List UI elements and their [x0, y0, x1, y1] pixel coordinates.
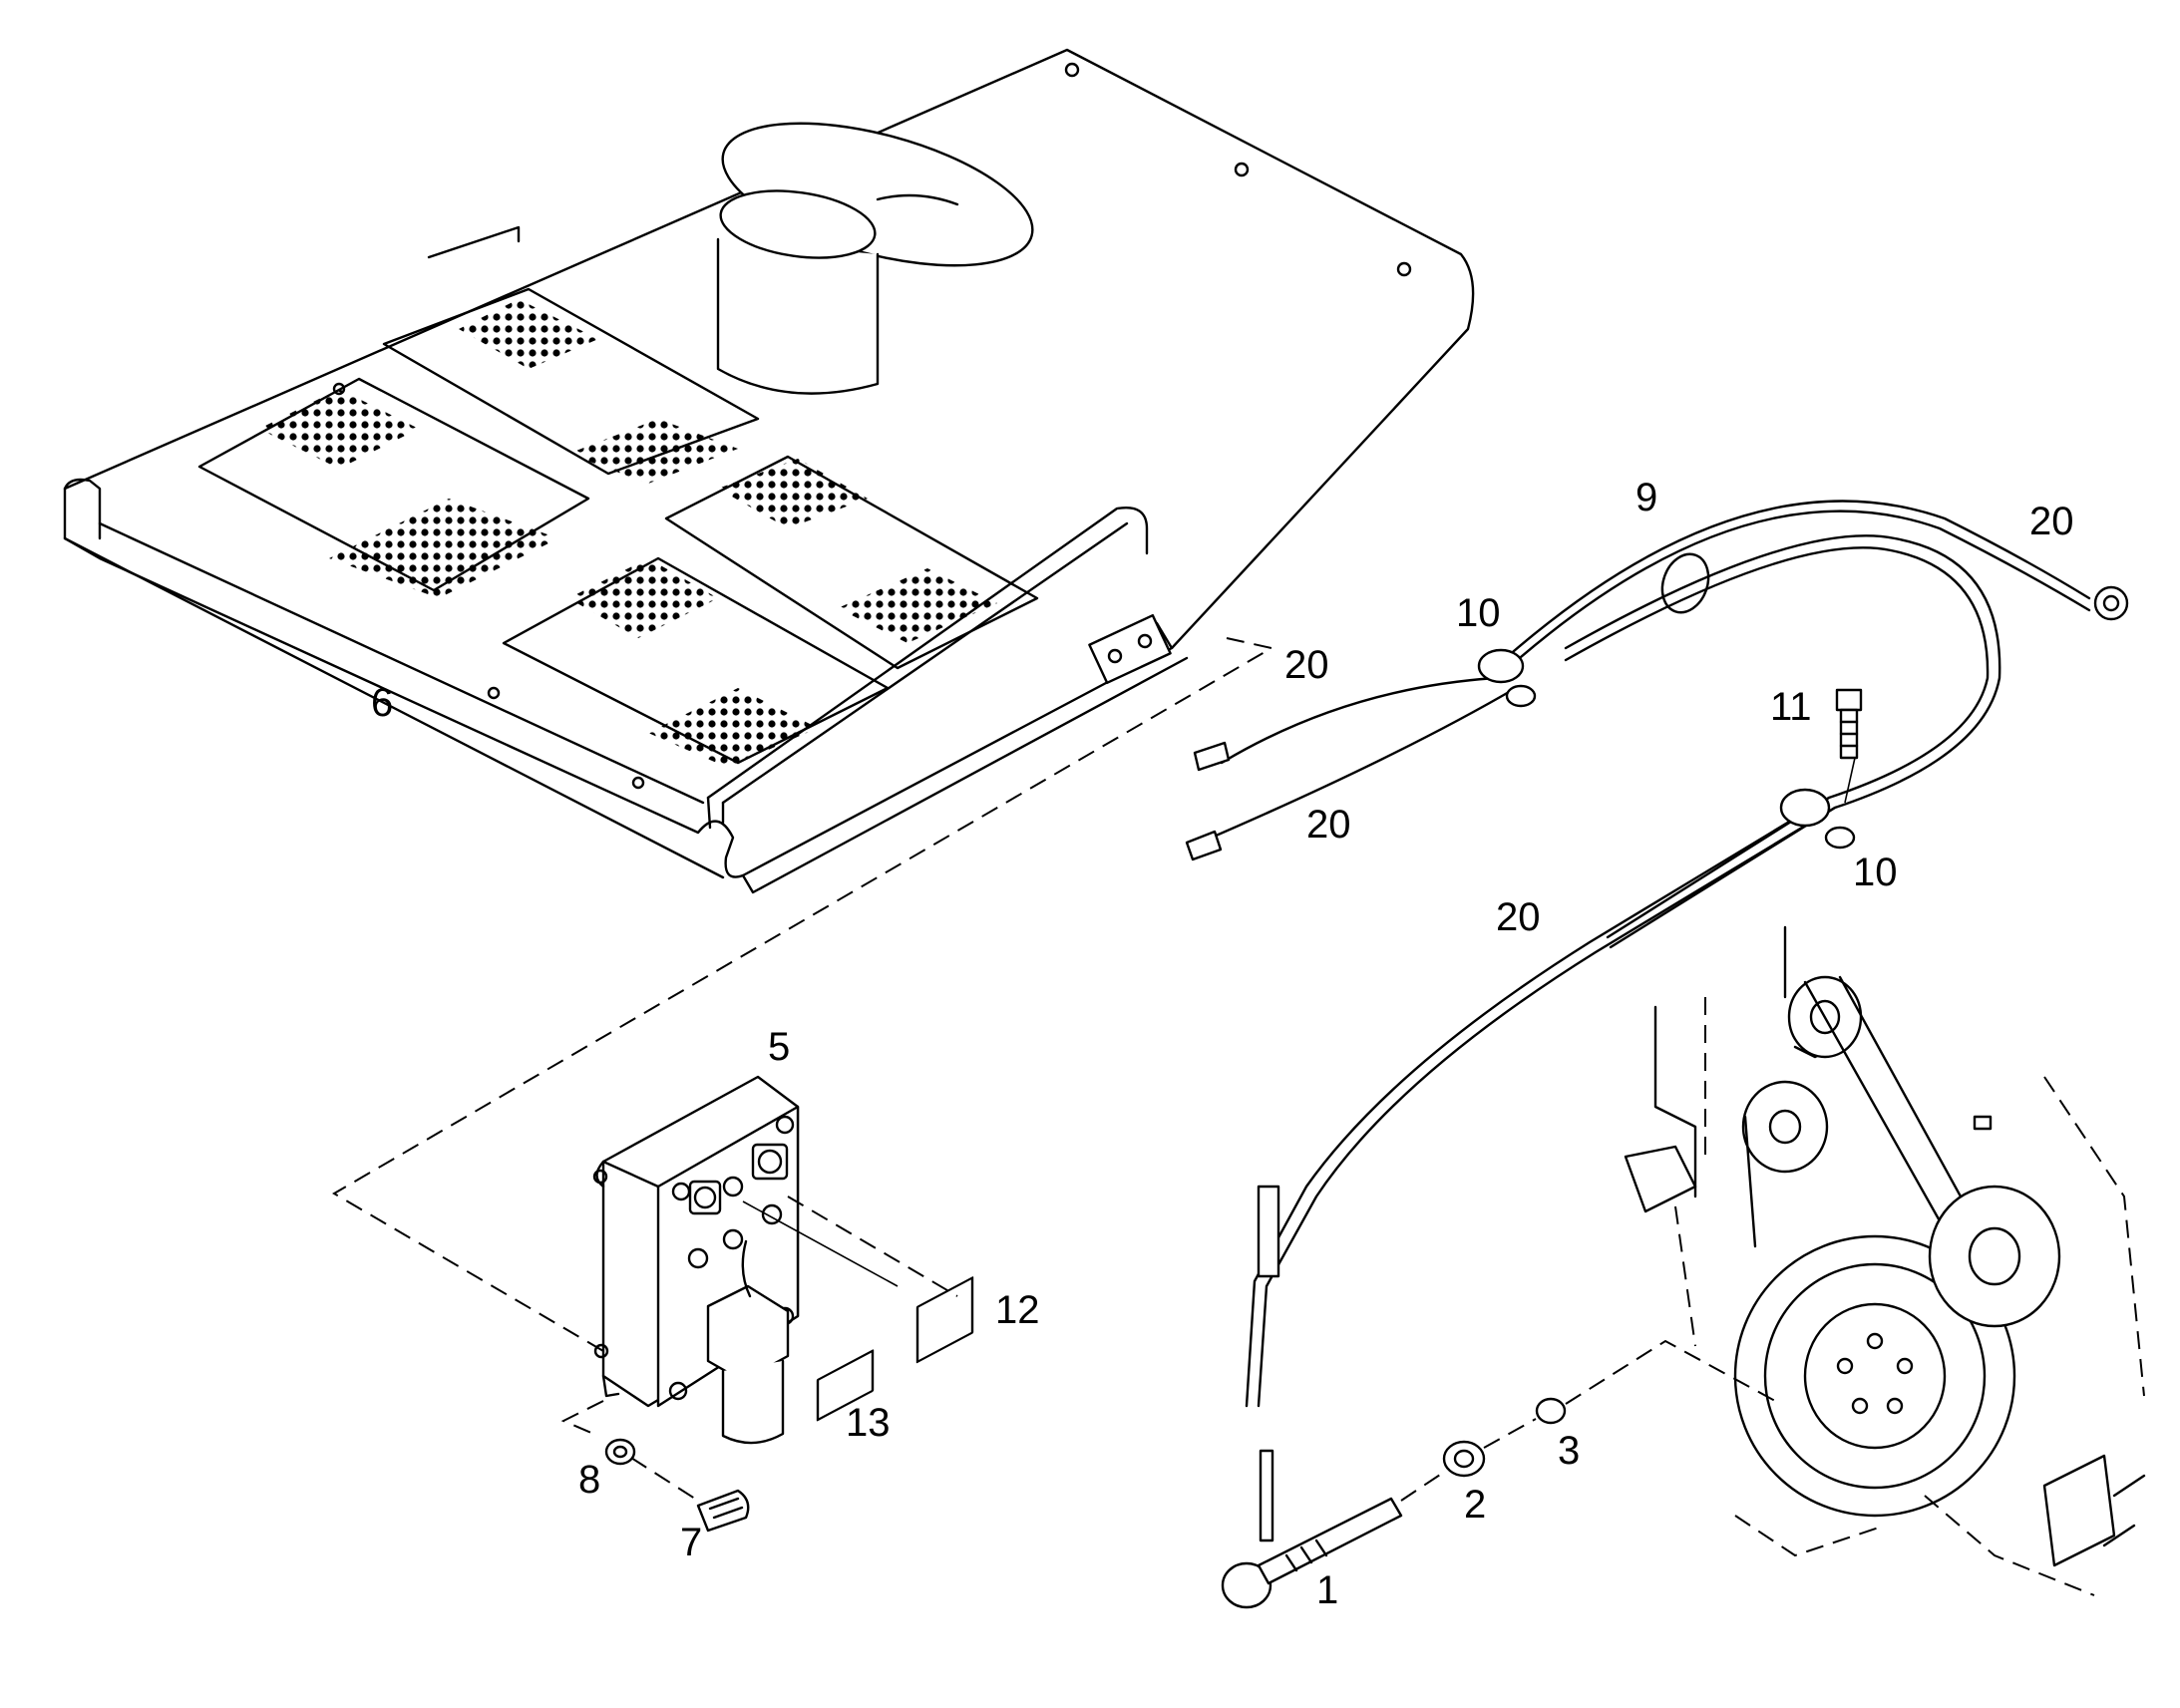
bolt-11 — [1835, 688, 1863, 760]
callout-20-middle: 20 — [1496, 895, 1541, 939]
callout-3: 3 — [1558, 1429, 1580, 1473]
callout-20-right: 20 — [2029, 500, 2074, 543]
exhaust-stack — [716, 122, 1034, 395]
wiring-harness — [1185, 500, 2129, 1408]
callout-5: 5 — [768, 1025, 790, 1069]
callout-6: 6 — [371, 681, 393, 725]
washer-8 — [604, 1438, 636, 1466]
adapter-2 — [1442, 1440, 1486, 1478]
callout-10-upper: 10 — [1456, 591, 1501, 635]
callout-1: 1 — [1316, 1568, 1338, 1612]
callout-8: 8 — [578, 1458, 600, 1502]
engine-front — [1624, 925, 2146, 1596]
callout-20-left-upper: 20 — [1284, 643, 1329, 687]
callout-2: 2 — [1464, 1483, 1486, 1527]
sensor-1 — [1221, 1449, 1403, 1609]
control-box — [592, 1075, 800, 1445]
callout-10-lower: 10 — [1853, 851, 1898, 894]
engine-hood-cover — [63, 48, 1475, 894]
clamp-10-upper — [1477, 648, 1537, 708]
cable-tie-9 — [1660, 552, 1710, 614]
clamp-10-lower — [1779, 788, 1856, 850]
decal-12 — [915, 1276, 974, 1364]
callout-12: 12 — [995, 1288, 1040, 1332]
callout-7: 7 — [680, 1521, 702, 1564]
callout-9: 9 — [1635, 476, 1657, 519]
callout-20-left-lower: 20 — [1306, 803, 1351, 847]
screw-7 — [696, 1489, 750, 1533]
callout-11: 11 — [1770, 685, 1812, 729]
assembly-lines — [332, 637, 1856, 1502]
o-ring-3 — [1535, 1397, 1567, 1425]
callout-13: 13 — [846, 1401, 891, 1445]
decal-13 — [816, 1349, 875, 1422]
